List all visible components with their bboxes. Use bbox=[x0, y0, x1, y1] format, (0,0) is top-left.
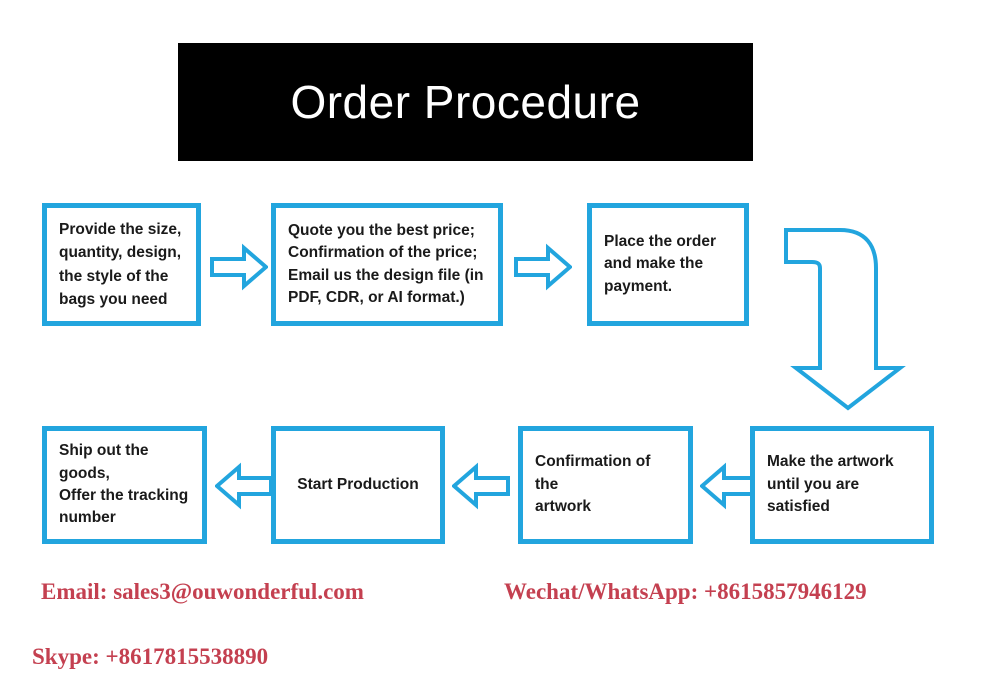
title-banner: Order Procedure bbox=[178, 43, 753, 161]
arrow-left-icon bbox=[452, 462, 510, 510]
flow-step-place-order: Place the order and make the payment. bbox=[587, 203, 749, 326]
contact-wechat-whatsapp: Wechat/WhatsApp: +8615857946129 bbox=[504, 579, 867, 604]
flow-step-start-production: Start Production bbox=[271, 426, 445, 544]
flow-step-confirm-artwork: Confirmation of the artwork bbox=[518, 426, 693, 544]
arrow-right-icon bbox=[514, 243, 572, 291]
flow-step-text: Place the order and make the payment. bbox=[604, 232, 716, 295]
flow-step-text: Make the artwork until you are satisfied bbox=[767, 453, 894, 516]
contact-skype: Skype: +8617815538890 bbox=[32, 644, 269, 669]
flow-step-provide-requirements: Provide the size, quantity, design, the … bbox=[42, 203, 201, 326]
flow-step-ship-goods: Ship out the goods, Offer the tracking n… bbox=[42, 426, 207, 544]
flow-step-text: Provide the size, quantity, design, the … bbox=[59, 221, 182, 308]
flow-step-make-artwork: Make the artwork until you are satisfied bbox=[750, 426, 934, 544]
page-title: Order Procedure bbox=[290, 76, 641, 128]
arrow-right-icon bbox=[210, 243, 268, 291]
contact-email: Email: sales3@ouwonderful.com bbox=[41, 579, 364, 604]
flow-step-text: Confirmation of the artwork bbox=[535, 453, 651, 516]
arrow-elbow-down-icon bbox=[778, 220, 908, 412]
flow-step-quote-and-confirm: Quote you the best price; Confirmation o… bbox=[271, 203, 503, 326]
flow-step-text: Start Production bbox=[297, 475, 419, 493]
flow-step-text: Quote you the best price; Confirmation o… bbox=[288, 221, 484, 306]
arrow-left-icon bbox=[215, 462, 273, 510]
flow-step-text: Ship out the goods, Offer the tracking n… bbox=[59, 442, 189, 527]
